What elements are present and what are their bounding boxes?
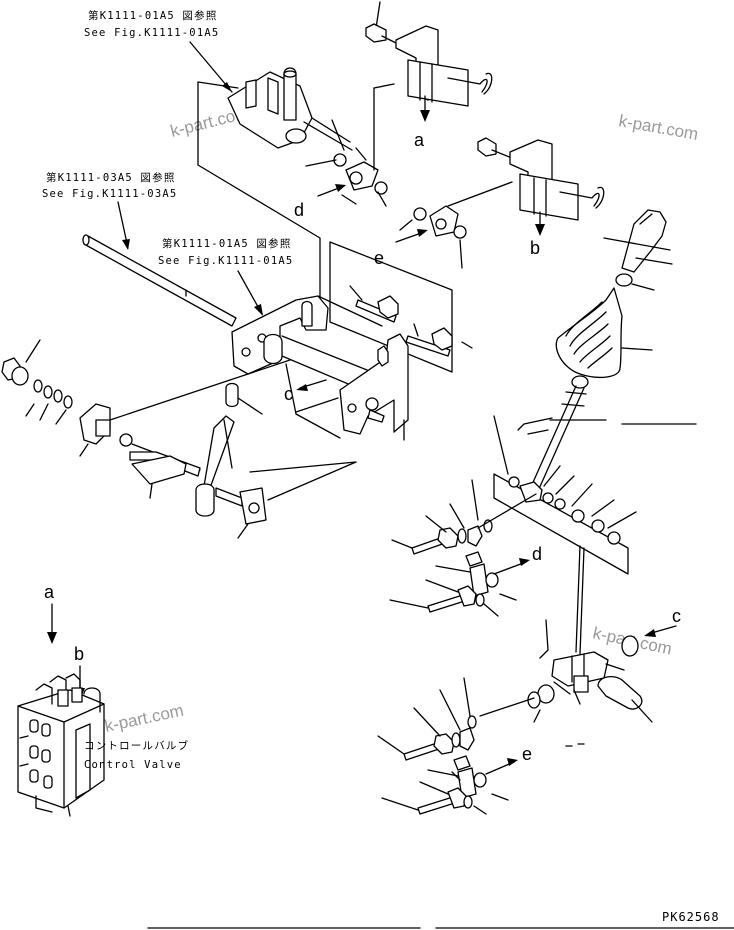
arrow-d-left: d: [294, 184, 346, 220]
washer: [451, 732, 461, 748]
washer: [453, 225, 467, 239]
frame-bracket: [231, 241, 473, 441]
connection-letter: b: [74, 644, 84, 664]
arrow-c-mid: c: [284, 379, 327, 404]
lever-plate: [131, 455, 187, 485]
reference-jp: 第K1111-01A5 図参照: [88, 9, 218, 22]
lever-arm: [283, 67, 297, 121]
connection-letter: c: [672, 606, 681, 626]
rod-end: [457, 767, 477, 799]
connection-letter: c: [284, 384, 293, 404]
washer: [119, 433, 133, 447]
reference-en: See Fig.K1111-01A5: [84, 27, 219, 39]
right-fasteners-upper: [389, 479, 537, 617]
reference-jp: 第K1111-01A5 図参照: [162, 237, 292, 250]
washer: [43, 385, 53, 399]
bottom-footer: PK62568: [147, 910, 734, 929]
watermark-text: k-part.com: [617, 111, 699, 144]
washer: [457, 528, 467, 544]
bolt: [355, 295, 399, 323]
control-lever: [517, 209, 697, 501]
figure-code: PK62568: [662, 910, 720, 924]
connection-letter: a: [44, 582, 55, 602]
rod-end: [469, 563, 489, 597]
washer: [554, 498, 566, 510]
connection-letter: a: [414, 130, 425, 150]
bushing: [225, 382, 239, 408]
rubber-boot: [555, 287, 623, 379]
reference-en: See Fig.K1111-01A5: [158, 255, 293, 267]
washer: [33, 379, 43, 393]
right-fasteners-lower: [377, 677, 509, 815]
right-mounting-panel: [493, 415, 637, 655]
connection-letter: e: [374, 248, 384, 268]
connection-letter: b: [530, 238, 540, 258]
washer: [463, 795, 473, 809]
washer: [571, 509, 585, 523]
washer: [53, 389, 63, 403]
arrow-d-right: d: [493, 544, 542, 575]
washer: [607, 531, 621, 545]
arrow-c-right: c: [644, 606, 681, 637]
rod: [82, 234, 237, 327]
control-valve: a b コントロールバルブ Control Valve: [17, 582, 189, 817]
rod-end: [467, 525, 483, 547]
connection-letter: d: [294, 200, 304, 220]
watermark-text: k-part.com: [103, 701, 185, 736]
control-valve-label-en: Control Valve: [84, 759, 182, 771]
left-fasteners: [1, 339, 291, 457]
linkage-b: b: [399, 137, 605, 269]
nut: [615, 273, 633, 287]
lever-knob: [621, 209, 667, 273]
nut: [11, 366, 29, 386]
nut: [374, 181, 388, 195]
linkage-a: a: [365, 1, 493, 150]
reference-en: See Fig.K1111-03A5: [42, 188, 177, 200]
nut: [413, 207, 427, 221]
side-plate-right: [339, 333, 409, 435]
washer: [475, 593, 485, 607]
reference-note-top: 第K1111-01A5 図参照 See Fig.K1111-01A5: [84, 9, 219, 39]
washer: [591, 519, 605, 533]
nut: [485, 572, 499, 588]
washer: [63, 395, 73, 409]
upper-linkage-assembly: [197, 67, 395, 323]
boundary-line: [197, 81, 321, 323]
connection-letter: d: [532, 544, 542, 564]
arrow-e-mid: e: [374, 229, 428, 268]
boundary-panel: [329, 241, 453, 373]
rod-end-block: [479, 619, 653, 723]
lower-lever-assembly: [119, 382, 357, 539]
pin: [597, 675, 643, 710]
washer: [467, 715, 477, 729]
bolt: [405, 327, 453, 357]
nut: [473, 772, 487, 788]
arrow-e-right: e: [485, 743, 585, 775]
reference-jp: 第K1111-03A5 図参照: [46, 171, 176, 184]
washer: [542, 492, 554, 504]
rod-end: [459, 727, 475, 751]
side-plate-left: [231, 295, 329, 375]
control-valve-label-jp: コントロールバルブ: [84, 739, 189, 752]
reference-note-left: 第K1111-03A5 図参照 See Fig.K1111-03A5: [42, 171, 177, 200]
reference-note-mid: 第K1111-01A5 図参照 See Fig.K1111-01A5: [158, 237, 293, 267]
connection-letter: e: [522, 744, 532, 764]
